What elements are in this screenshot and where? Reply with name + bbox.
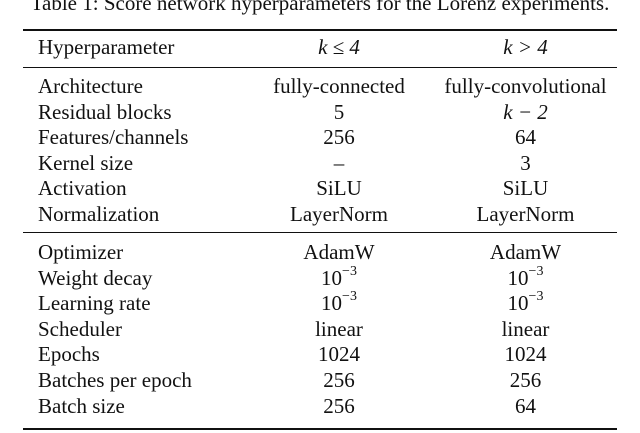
table-row: Architecture fully-connected fully-convo… [23, 74, 617, 100]
header-rule [23, 67, 617, 68]
cell-k-small: SiLU [316, 176, 362, 201]
cell-k-large: 10−3 [434, 263, 617, 292]
cell-k-small: AdamW [303, 240, 375, 264]
cell-k-small: 256 [323, 393, 355, 418]
cell-k-small: 256 [323, 125, 355, 150]
row-label: Features/channels [38, 125, 189, 150]
power-exponent: −3 [528, 289, 544, 305]
cell-k-large: SiLU [502, 176, 549, 201]
cell-k-small: – [333, 150, 345, 175]
cell-k-large: AdamW [489, 240, 562, 264]
cell-k-large: k − 2 [503, 99, 548, 124]
row-label: Kernel size [38, 150, 134, 175]
row-label: Normalization [38, 201, 160, 226]
cell-k-small: linear [315, 316, 363, 341]
power-base: 10 [507, 265, 529, 290]
bottom-rule [23, 428, 617, 430]
row-label: Architecture [38, 74, 143, 98]
power-base: 10 [321, 265, 343, 290]
header-k-large: k > 4 [503, 35, 548, 59]
row-label: Epochs [38, 342, 100, 367]
cell-k-large: 1024 [504, 342, 547, 367]
row-label: Learning rate [38, 291, 151, 316]
table-row: Kernel size – 3 [23, 151, 617, 177]
architecture-table: Architecture fully-connected fully-convo… [23, 74, 617, 228]
cell-k-large: 10−3 [434, 289, 617, 317]
table-row: Weight decay 10−3 10−3 [23, 263, 617, 292]
power-exponent: −3 [342, 289, 357, 305]
top-rule [23, 29, 617, 31]
table-row: Batch size 256 64 [23, 394, 617, 420]
cell-k-large: fully-convolutional [444, 74, 607, 98]
cell-k-small: LayerNorm [290, 201, 388, 226]
row-label: Batch size [38, 393, 125, 418]
table-row: Epochs 1024 1024 [23, 342, 617, 368]
row-label: Activation [38, 176, 127, 201]
row-label: Residual blocks [38, 99, 172, 124]
cell-k-large: 64 [515, 125, 536, 150]
table-row: Normalization LayerNorm LayerNorm [23, 202, 617, 228]
table-row: Features/channels 256 64 [23, 125, 617, 151]
header-row: Hyperparameter k ≤ 4 k > 4 [23, 35, 617, 61]
section-rule [23, 232, 617, 233]
cell-k-small: 1024 [318, 342, 360, 367]
cell-k-small: 256 [323, 367, 355, 392]
cell-k-small: 10−3 [244, 289, 434, 317]
header-hyperparameter: Hyperparameter [38, 35, 175, 59]
table-row: Batches per epoch 256 256 [23, 368, 617, 394]
table-row: Residual blocks 5 k − 2 [23, 100, 617, 126]
table-caption: Table 1: Score network hyperparameters f… [30, 0, 610, 15]
row-label: Batches per epoch [38, 367, 192, 392]
cell-k-large: 64 [515, 393, 536, 418]
row-label: Optimizer [38, 240, 124, 264]
cell-k-small: 5 [333, 99, 345, 124]
cell-k-large: linear [501, 316, 550, 341]
row-label: Weight decay [38, 265, 153, 290]
training-table: Optimizer AdamW AdamW Weight decay 10−3 … [23, 240, 617, 419]
cell-k-small: 10−3 [244, 263, 434, 292]
power-exponent: −3 [342, 263, 357, 279]
power-exponent: −3 [528, 263, 544, 279]
cell-k-large: 3 [520, 150, 531, 175]
table-row: Scheduler linear linear [23, 317, 617, 343]
cell-k-large: LayerNorm [476, 201, 575, 226]
power-base: 10 [321, 291, 343, 316]
table-row: Optimizer AdamW AdamW [23, 240, 617, 266]
row-label: Scheduler [38, 316, 122, 341]
power-base: 10 [507, 291, 529, 316]
table-row: Learning rate 10−3 10−3 [23, 289, 617, 317]
header-table: Hyperparameter k ≤ 4 k > 4 [23, 35, 617, 61]
cell-k-large: 256 [509, 367, 542, 392]
table-row: Activation SiLU SiLU [23, 176, 617, 202]
cell-k-small: fully-connected [273, 74, 405, 98]
header-k-small: k ≤ 4 [318, 35, 360, 59]
